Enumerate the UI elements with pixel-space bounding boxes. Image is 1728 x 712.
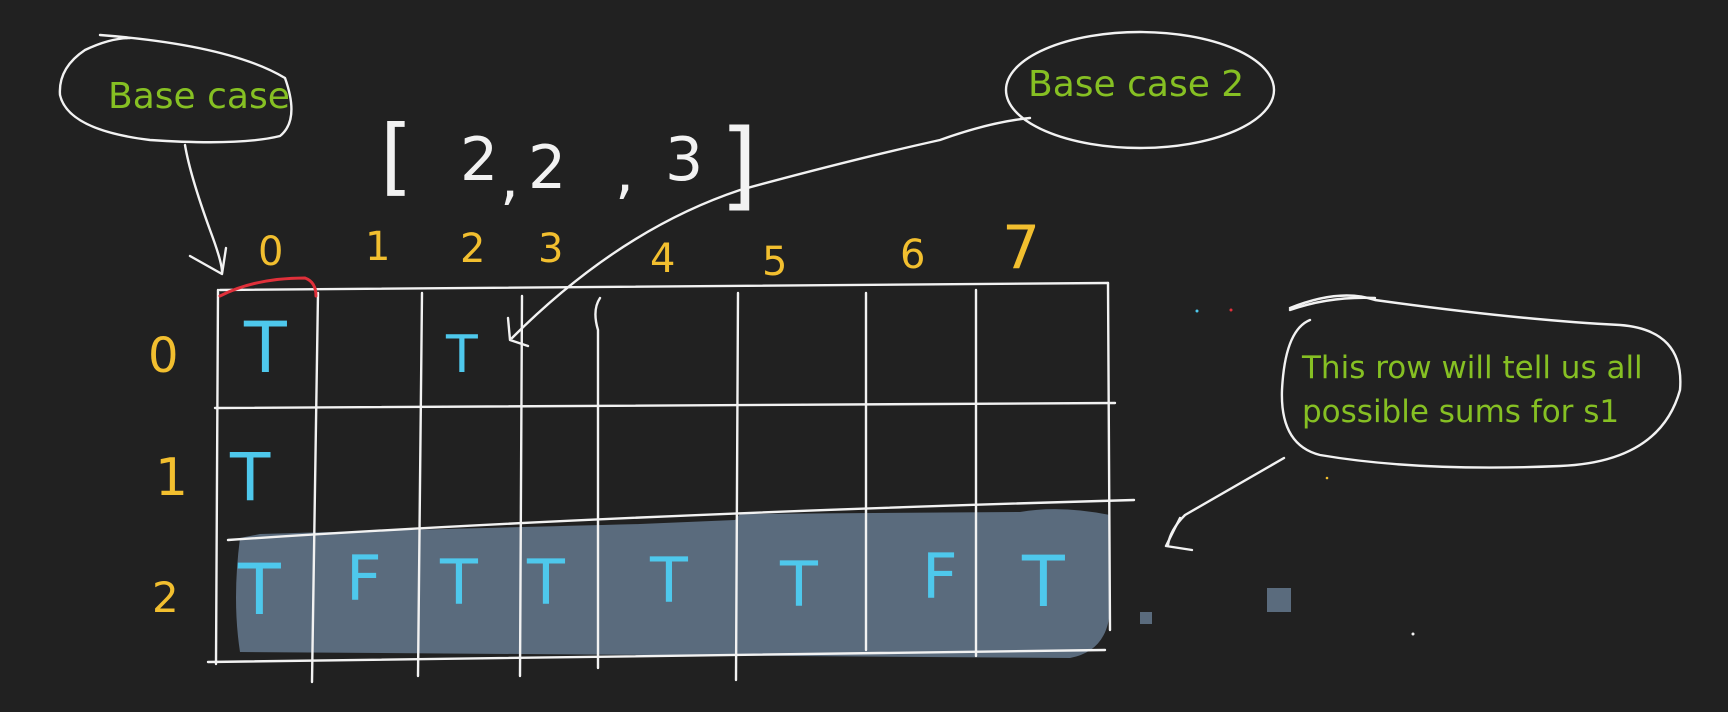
array-separator: ,	[615, 137, 634, 207]
stray-dot	[1325, 476, 1329, 480]
callout-bubble	[1280, 294, 1682, 469]
grid-col-line	[310, 291, 320, 684]
cell-value: F	[346, 542, 382, 615]
column-header: 1	[365, 224, 390, 270]
column-headers: 0 1 2 3 4 5 6 7	[258, 213, 1040, 285]
callout-label: Base case 2	[1028, 64, 1244, 105]
cell-value: T	[439, 546, 479, 619]
grid-top-line	[218, 281, 1110, 292]
input-array: [ 2 , 2 , 3 ]	[380, 107, 757, 221]
row-2-highlight	[236, 509, 1111, 658]
column-header: 2	[460, 226, 485, 272]
cell-value: T	[1021, 541, 1065, 623]
grid-left-line	[214, 288, 220, 666]
grid-col-line	[416, 291, 424, 678]
cell-value: T	[237, 549, 281, 631]
grid-col-line	[594, 296, 602, 670]
array-value: 2	[460, 125, 498, 195]
stray-dot	[1195, 309, 1199, 313]
callout-label-line: possible sums for s1	[1302, 394, 1619, 430]
row-header: 1	[155, 448, 188, 508]
stray-dot	[1229, 308, 1233, 312]
column-header: 0	[258, 229, 283, 275]
callout-arrow	[183, 143, 224, 274]
stray-dot	[1411, 632, 1415, 636]
dp-grid	[206, 281, 1136, 684]
callout-label: Base case	[108, 76, 290, 117]
row-header: 0	[148, 328, 179, 384]
cell-value: T	[779, 548, 819, 621]
callout-stroke	[1288, 296, 1377, 312]
arrow-head	[188, 246, 228, 276]
array-value: 3	[665, 125, 703, 195]
cell-value: T	[229, 439, 271, 516]
cell-value: T	[243, 307, 287, 389]
callout-bubble	[58, 33, 293, 144]
grid-row-line	[213, 401, 1117, 410]
arrow-head	[506, 316, 530, 348]
highlight-dot	[1140, 612, 1152, 624]
grid-col-line	[518, 294, 524, 678]
cell-value: F	[922, 540, 958, 613]
callout-bubble	[1004, 30, 1276, 150]
highlight-dot	[1267, 588, 1291, 612]
cell-value: T	[526, 546, 566, 619]
column-header: 6	[900, 232, 925, 278]
row-header: 2	[152, 573, 179, 622]
callout-arrow	[510, 116, 1032, 340]
grid-bottom-line	[206, 648, 1107, 664]
cell-value: T	[445, 325, 478, 385]
red-mark	[218, 276, 318, 298]
arrow-head	[1164, 516, 1194, 552]
row-headers: 0 1 2	[148, 328, 188, 622]
array-close-bracket: ]	[720, 109, 757, 221]
callout-arrow	[1166, 456, 1286, 547]
array-open-bracket: [	[380, 107, 413, 205]
column-header: 4	[650, 236, 675, 282]
base-case-2-callout: Base case 2	[506, 30, 1276, 348]
grid-col-line	[734, 291, 740, 682]
base-case-callout: Base case	[58, 33, 293, 276]
grid-right-line	[1106, 281, 1112, 632]
dp-cells: T T T T F T T T T F T	[229, 307, 1065, 631]
column-header: 7	[1002, 213, 1040, 283]
column-header: 5	[762, 239, 787, 285]
grid-row-line	[226, 498, 1136, 542]
callout-label-line: This row will tell us all	[1301, 350, 1643, 386]
column-header: 3	[538, 226, 563, 272]
cell-value: T	[649, 544, 689, 617]
row-note-callout: This row will tell us all possible sums …	[1164, 294, 1682, 552]
array-value: 2	[528, 133, 566, 203]
array-separator: ,	[500, 143, 519, 213]
